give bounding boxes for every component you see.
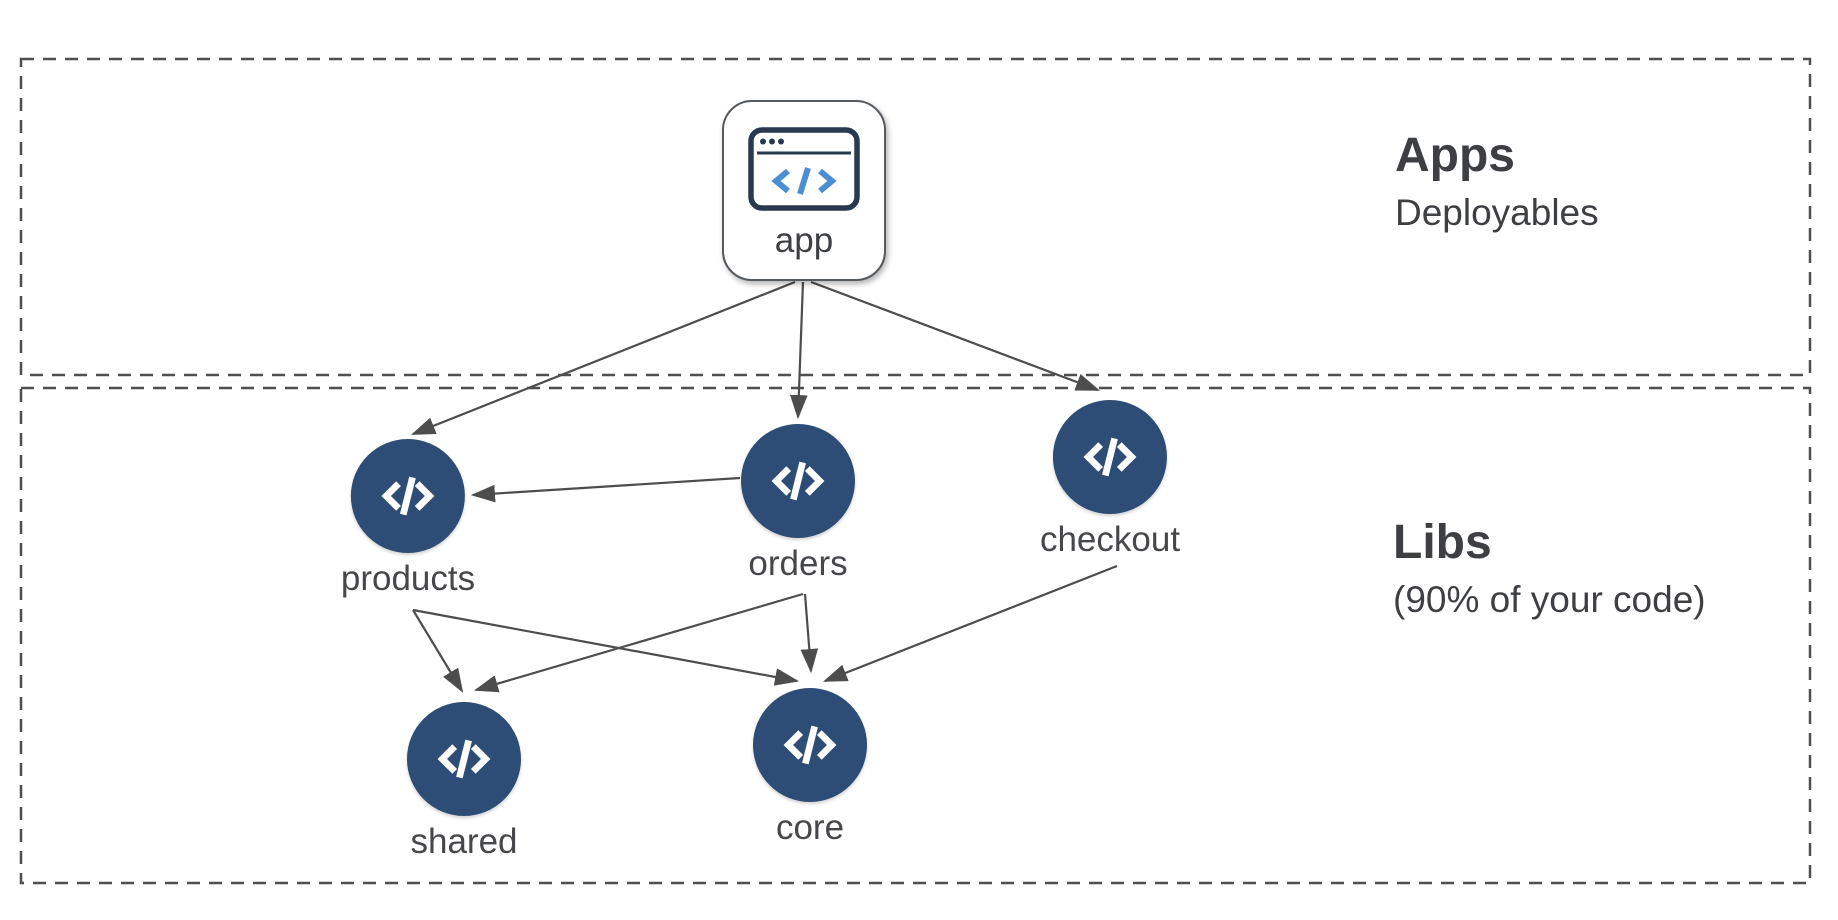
node-orders: orders bbox=[741, 424, 855, 581]
section-subtitle: (90% of your code) bbox=[1393, 579, 1706, 621]
edge-products-core bbox=[412, 608, 800, 686]
section-title: Libs bbox=[1393, 516, 1492, 569]
node-label: products bbox=[340, 559, 476, 598]
browser-code-icon bbox=[748, 127, 860, 211]
code-icon bbox=[407, 702, 521, 816]
edge-orders-core bbox=[800, 593, 819, 674]
section-title: Apps bbox=[1395, 129, 1515, 182]
node-checkout: checkout bbox=[1040, 400, 1180, 557]
node-shared: shared bbox=[407, 702, 521, 859]
edge-orders-products bbox=[470, 476, 741, 503]
code-icon bbox=[1053, 400, 1167, 514]
edge-app-checkout bbox=[810, 280, 1101, 392]
node-label: shared bbox=[410, 822, 518, 861]
edge-products-shared bbox=[412, 609, 464, 693]
code-icon bbox=[753, 688, 867, 802]
node-label: core bbox=[775, 808, 845, 847]
node-label: orders bbox=[748, 544, 848, 583]
libs-section-box bbox=[19, 386, 1812, 885]
libs-section-label: Libs (90% of your code) bbox=[1393, 515, 1706, 622]
apps-section-box bbox=[19, 57, 1812, 377]
apps-section-label: Apps Deployables bbox=[1395, 128, 1599, 235]
node-label: checkout bbox=[1039, 520, 1181, 559]
node-label: app bbox=[774, 221, 834, 260]
edge-checkout-core bbox=[822, 564, 1118, 683]
edge-app-orders bbox=[790, 281, 808, 420]
node-core: core bbox=[753, 688, 867, 845]
code-icon bbox=[351, 439, 465, 553]
edge-orders-shared bbox=[473, 592, 804, 693]
node-products: products bbox=[341, 439, 475, 596]
code-icon bbox=[741, 424, 855, 538]
edge-layer bbox=[410, 280, 1118, 693]
edge-app-products bbox=[410, 280, 796, 436]
section-subtitle: Deployables bbox=[1395, 192, 1599, 234]
node-app: app bbox=[722, 100, 886, 281]
